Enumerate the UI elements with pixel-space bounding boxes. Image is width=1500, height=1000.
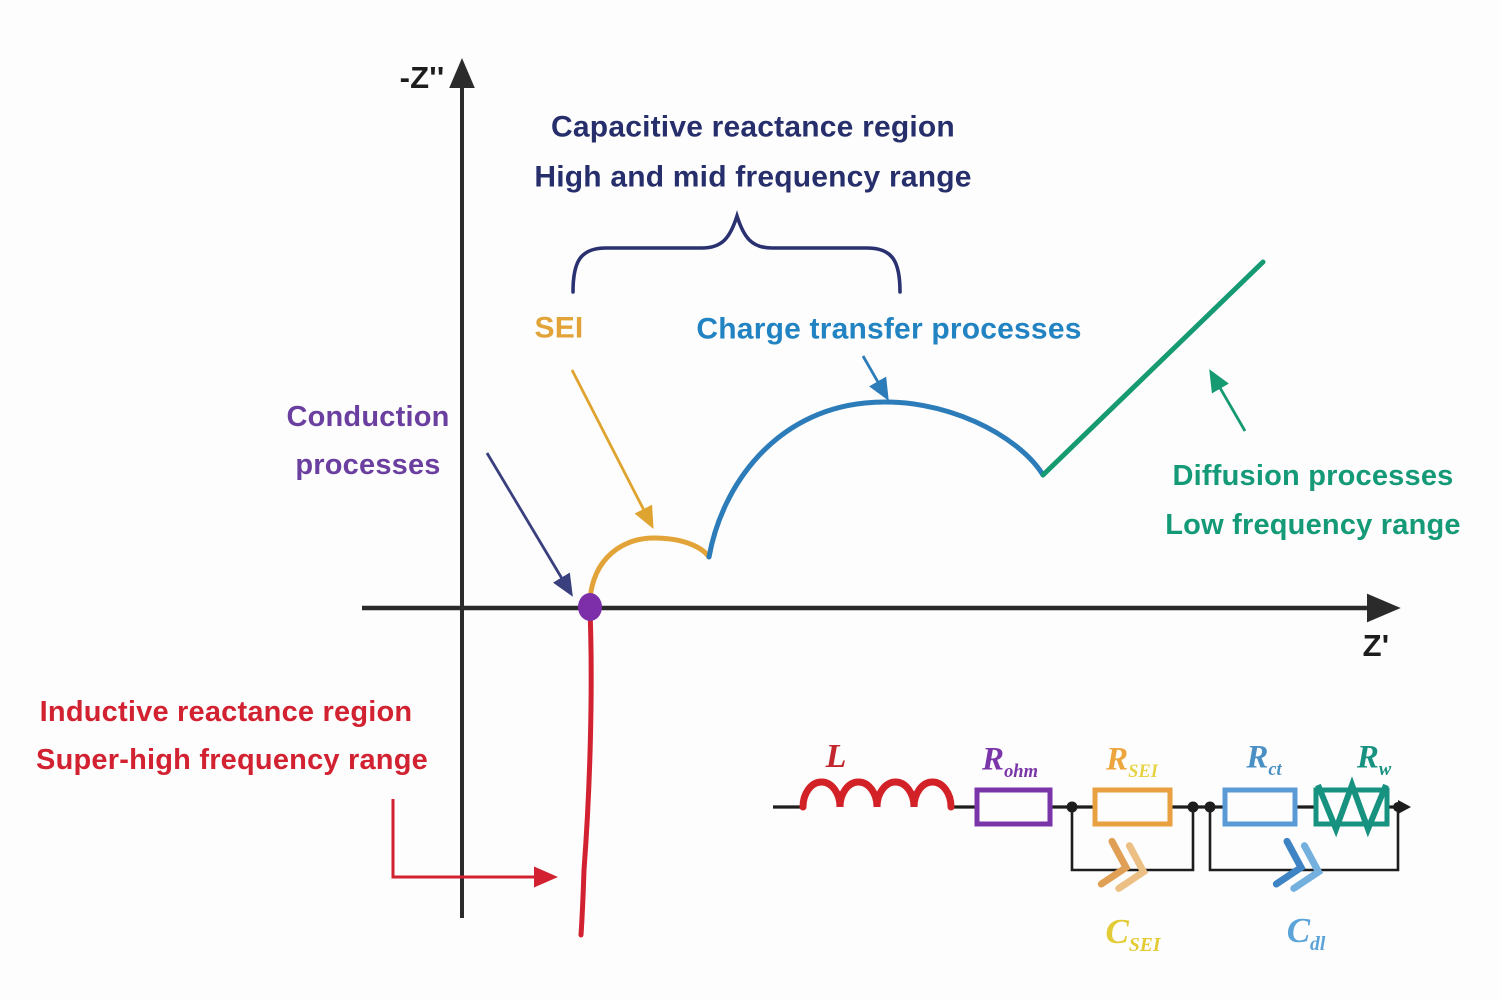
r-sei-subscript: SEI xyxy=(1128,761,1158,782)
equivalent-circuit xyxy=(773,776,1411,892)
diffusion-label-line1: Diffusion processes xyxy=(1172,460,1454,493)
c-dl-capacitor xyxy=(1272,837,1324,892)
charge-transfer-label: Charge transfer processes xyxy=(696,312,1082,346)
r-ohm-subscript: ohm xyxy=(1004,761,1038,782)
r-sei-symbol: R xyxy=(1106,741,1129,778)
c-dl-subscript: dl xyxy=(1310,934,1326,955)
r-ct-resistor xyxy=(1222,787,1298,827)
r-w-subscript: w xyxy=(1378,759,1392,780)
capacitive-region-title-line1: Capacitive reactance region xyxy=(551,110,955,144)
inductive-region-title-line2: Super-high frequency range xyxy=(36,744,428,777)
x-axis-label: Z' xyxy=(1362,627,1390,663)
conduction-label-line1: Conduction xyxy=(286,401,450,434)
conduction-label-line2: processes xyxy=(295,449,441,482)
diffusion-arrow xyxy=(1209,369,1247,432)
r-w-symbol: R xyxy=(1356,739,1379,776)
inductive-region-title-line1: Inductive reactance region xyxy=(39,696,413,729)
c-sei-symbol: C xyxy=(1105,912,1129,951)
c-sei-subscript: SEI xyxy=(1128,935,1161,956)
conduction-arrow xyxy=(485,452,573,597)
inductor-coil xyxy=(799,778,955,811)
c-dl-branch-wire xyxy=(1208,807,1400,872)
sei-semicircle xyxy=(587,535,712,610)
r-w-label: Rw xyxy=(1356,739,1392,780)
charge-transfer-arrow xyxy=(861,355,889,401)
c-sei-branch-wire xyxy=(1070,807,1195,872)
r-ohm-resistor xyxy=(974,787,1053,827)
diffusion-line xyxy=(1040,259,1266,478)
y-axis-label: -Z'' xyxy=(399,59,445,95)
inductive-tail-curve xyxy=(578,607,594,938)
r-sei-resistor xyxy=(1092,787,1173,827)
inductive-pointer-bracket xyxy=(391,799,558,888)
r-ohm-symbol: R xyxy=(982,741,1005,778)
capacitive-region-brace xyxy=(571,210,902,294)
c-dl-label: Cdl xyxy=(1286,911,1326,954)
diffusion-label-line2: Low frequency range xyxy=(1165,509,1461,542)
sei-arrow xyxy=(570,369,654,529)
inductor-label: L xyxy=(825,738,847,775)
sei-label: SEI xyxy=(534,311,584,345)
charge-transfer-semicircle xyxy=(706,399,1046,560)
c-dl-symbol: C xyxy=(1286,911,1311,950)
warburg-zigzag xyxy=(1315,776,1389,838)
r-ct-subscript: ct xyxy=(1268,759,1282,780)
r-sei-label: RSEI xyxy=(1106,741,1158,782)
origin-intercept-dot xyxy=(578,593,602,621)
r-ct-symbol: R xyxy=(1246,739,1269,776)
c-sei-capacitor xyxy=(1097,837,1149,892)
r-ct-label: Rct xyxy=(1246,739,1282,780)
r-ohm-label: Rohm xyxy=(982,741,1038,782)
c-sei-label: CSEI xyxy=(1105,912,1161,955)
capacitive-region-title-line2: High and mid frequency range xyxy=(534,160,972,194)
